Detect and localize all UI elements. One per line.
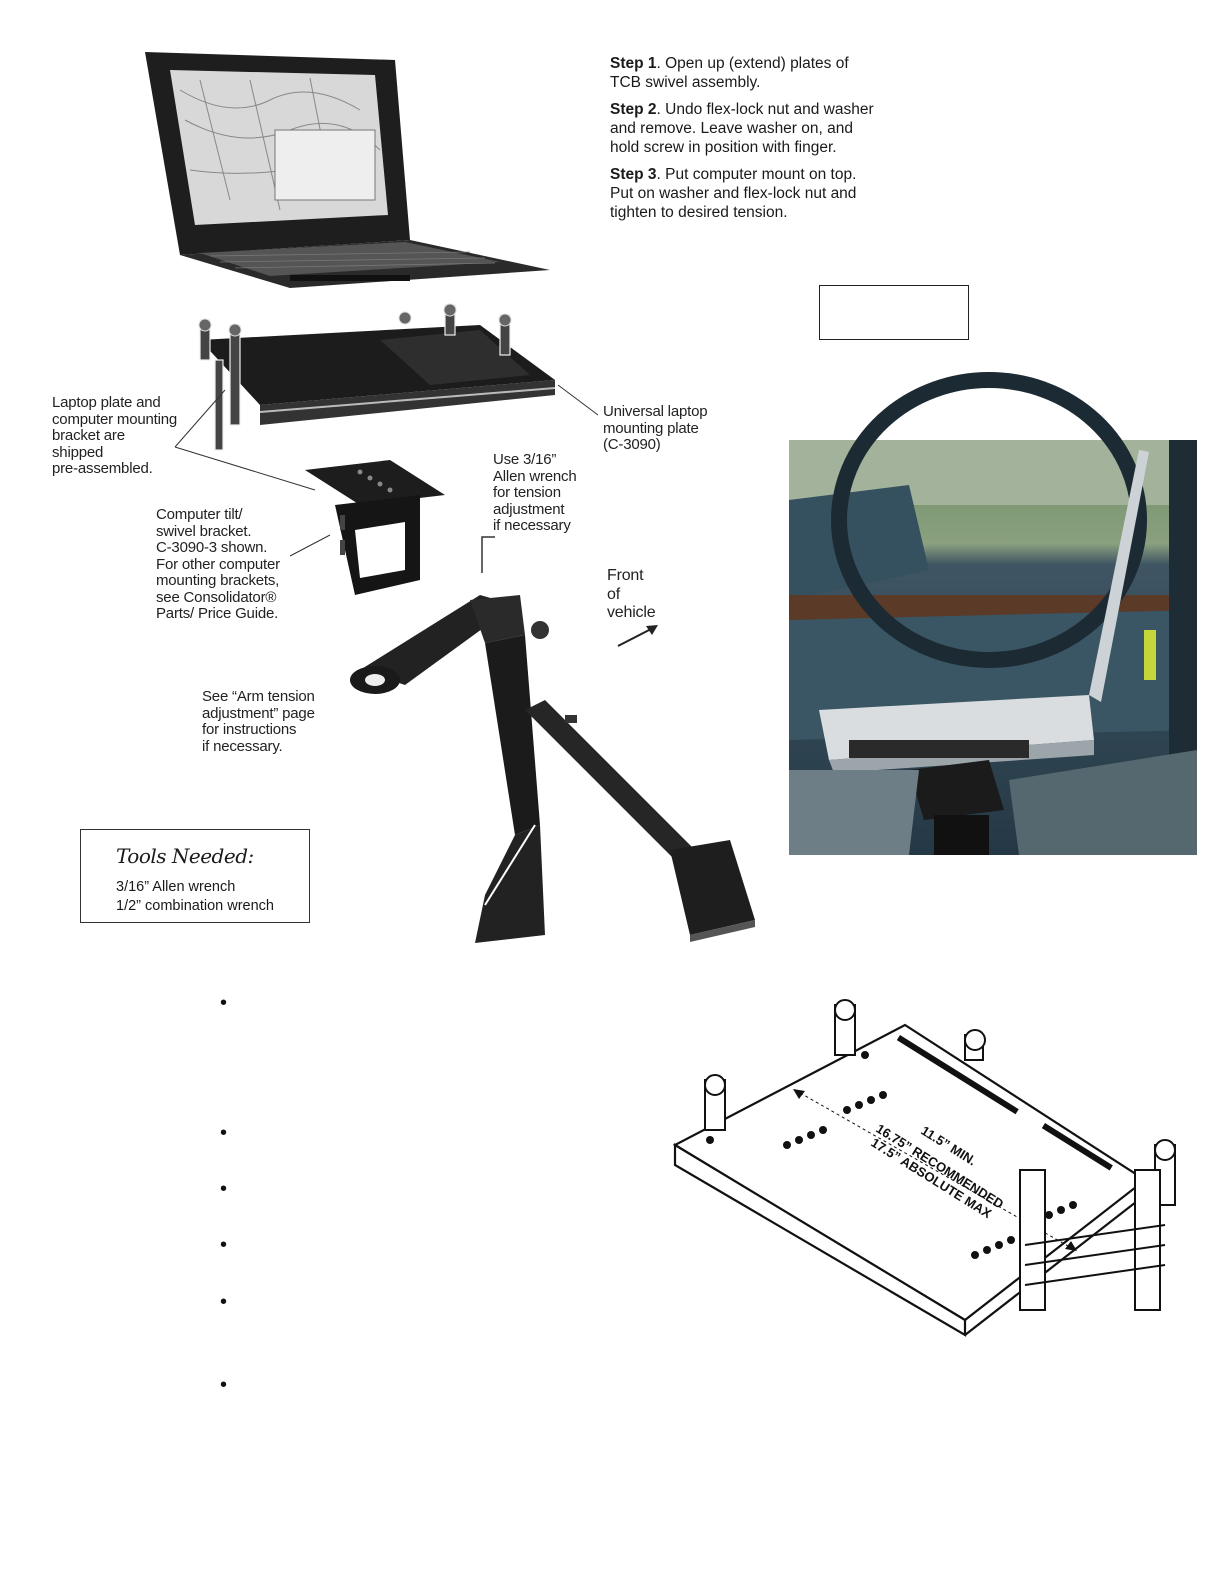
tool-item: 3/16” Allen wrench <box>116 879 236 895</box>
laptop-plate-icon <box>198 303 556 451</box>
callout-universal-plate: Universal laptop mounting plate (C-3090) <box>603 403 708 453</box>
callout-preassembled: Laptop plate and computer mounting brack… <box>52 394 178 477</box>
tools-title: Tools Needed: <box>116 844 254 868</box>
bullet-3: • <box>220 1178 228 1200</box>
step-3: Step 3. Put computer mount on top. Put o… <box>610 166 857 221</box>
bullet-2: • <box>220 1122 228 1144</box>
front-arrow-icon <box>617 625 658 647</box>
tool-item: 1/2” combination wrench <box>116 898 274 914</box>
callout-tilt-bracket: Computer tilt/ swivel bracket. C-3090-3 … <box>156 506 280 622</box>
bullet-4: • <box>220 1234 228 1256</box>
leader-lines <box>174 384 599 557</box>
pedestal-arm-icon <box>350 595 755 943</box>
tools-needed-box: Tools Needed: 3/16” Allen wrench 1/2” co… <box>80 829 310 923</box>
laptop-icon <box>145 52 550 288</box>
step-list: Step 1. Open up (extend) plates of TCB s… <box>610 54 880 230</box>
bullet-1: • <box>220 992 228 1014</box>
callout-front-of-vehicle: Front of vehicle <box>607 567 656 621</box>
bullet-6: • <box>220 1374 228 1396</box>
vehicle-mount-photo <box>789 372 1197 855</box>
allen-wrench-icon <box>481 536 495 573</box>
step-2: Step 2. Undo flex-lock nut and washer an… <box>610 101 874 156</box>
bullet-5: • <box>220 1291 228 1313</box>
callout-allen-wrench: Use 3/16” Allen wrench for tension adjus… <box>493 451 577 534</box>
callout-arm-tension: See “Arm tension adjustment” page for in… <box>202 688 315 755</box>
empty-label-box <box>819 285 969 340</box>
plate-dimension-drawing: 11.5” MIN. 16.75” RECOMMENDED 17.5” ABSO… <box>672 999 1176 1337</box>
step-1: Step 1. Open up (extend) plates of TCB s… <box>610 55 849 91</box>
swivel-bracket-icon <box>305 460 445 595</box>
